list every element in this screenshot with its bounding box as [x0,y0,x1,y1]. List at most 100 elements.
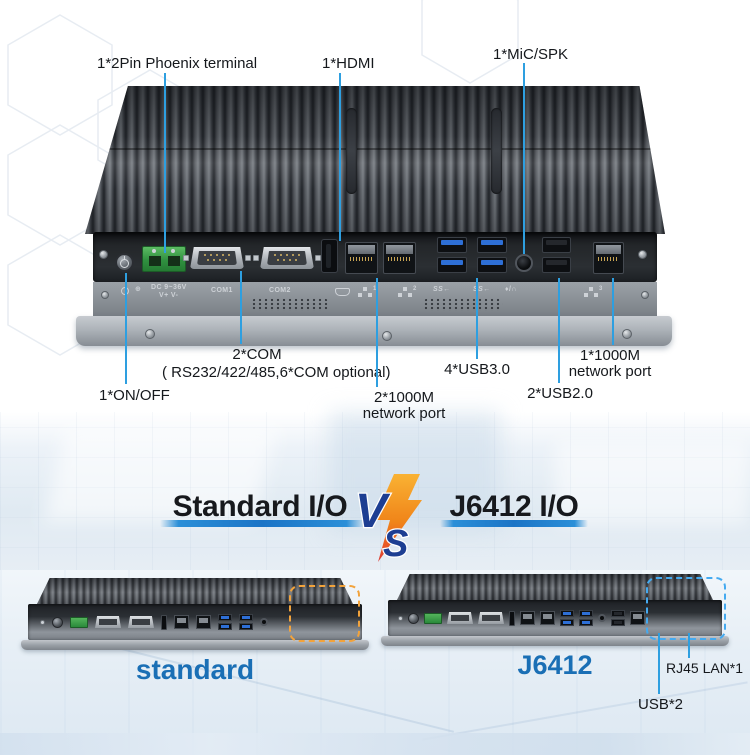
mini-com1-port [447,612,473,624]
main-device-photo: ⊕ DC 9~36V V+ V- COM1 COM2 1 2 SS← SS← ♦… [76,84,672,350]
flange-screw [622,329,632,339]
ground-icon: ⊕ [135,286,142,293]
dc-polarity-label: V+ V- [159,292,179,299]
heatsink-slot [491,108,502,194]
flange-screw [382,331,392,341]
callout-lan2-label-1: 2*1000M [373,389,435,406]
heatsink-fins [85,86,665,234]
callout-usb2-line [558,278,560,383]
vs-letter-s: S [383,523,408,562]
mini-usb3-ports-a [560,609,574,627]
power-button [115,253,134,272]
mini-lan1-port [520,611,535,625]
callout-phoenix-label: 1*2Pin Phoenix terminal [97,55,258,72]
j6412-caption: J6412 [517,650,593,680]
mini-usb3-ports-b [579,609,593,627]
callout-com-label: 2*COM [232,346,282,363]
vs-logo: V S [354,474,422,562]
callout-usb3-line [476,278,478,359]
callout-usb2x-label: USB*2 [638,696,684,713]
vent-grille [423,298,503,311]
mini-com2-port [128,616,154,628]
callout-com-sub-label: ( RS232/422/485,6*COM optional) [162,364,391,381]
mini-lan2-port [196,615,211,629]
vent-grille [251,298,329,311]
mini-lan3-port [630,611,645,625]
lan3-number: 3 [599,286,603,292]
callout-lan2-line [376,278,378,387]
callout-onoff-label: 1*ON/OFF [99,387,170,404]
background-blur-shape [330,412,500,532]
com2-label: COM2 [269,287,291,294]
mini-screw [398,615,403,621]
lightning-bolt-icon [374,474,422,562]
lan1-icon [363,287,367,291]
standard-device-photo [21,578,369,650]
mini-audio-jack [260,618,268,626]
usb3-ports-b [477,237,507,273]
usb3-ports-a [437,237,467,273]
mini-screw [40,619,45,625]
callout-lan1-label-1: 1*1000M [579,347,641,364]
com1-label: COM1 [211,287,233,294]
lan2-number: 2 [413,286,417,292]
lan3-port [593,242,624,274]
callout-rj45-label: RJ45 LAN*1 [666,660,744,676]
usb2-ports [542,237,571,273]
dc-voltage-label: DC 9~36V [151,284,187,291]
callout-hdmi-line [339,73,341,241]
callout-phoenix-line [164,73,166,253]
mini-com1-port [95,616,121,628]
mini-lan1-port [174,615,189,629]
callout-lan1-label-2: network port [568,363,652,380]
heatsink-slot [346,108,357,194]
io-panel [93,232,657,282]
com2-port [253,247,321,269]
mini-usb3-ports-b [239,613,253,631]
mini-lan2-port [540,611,555,625]
background-grid [0,412,750,578]
standard-empty-area-highlight [289,585,360,642]
mini-base [381,636,729,646]
mini-audio-jack [598,614,606,622]
mini-io-panel [388,600,722,636]
callout-usb2x-line [658,633,660,694]
mini-phoenix-terminal [424,612,442,624]
base-flange [76,316,672,346]
standard-caption: standard [135,654,255,685]
panel-screw [99,250,108,259]
mini-hdmi-port [509,610,515,626]
standard-io-heading: Standard I/O [172,490,348,523]
callout-lan1-line [612,278,614,345]
middle-background-band [0,412,750,578]
callout-usb2-label: 2*USB2.0 [527,385,593,402]
callout-mic-line [523,63,525,254]
lan2-icon [403,287,407,291]
background-blur-shape [555,440,750,525]
mini-usb3-ports-a [218,613,232,631]
callout-usb3-label: 4*USB3.0 [444,361,510,378]
flange-screw [145,329,155,339]
lan3-icon [589,287,593,291]
mini-io-panel [28,604,362,640]
lan1-number: 1 [373,286,377,292]
callout-mic-label: 1*MiC/SPK [493,46,569,63]
callout-hdmi-label: 1*HDMI [322,55,375,72]
lan2-port [383,242,416,274]
mini-heatsink-fins [37,578,353,604]
silkscreen-band: ⊕ DC 9~36V V+ V- COM1 COM2 1 2 SS← SS← ♦… [93,282,657,316]
j6412-io-underline [440,520,588,527]
vs-letter-v: V [355,485,391,538]
face-screw [641,291,649,299]
usb3-ss-icon: SS← [433,286,451,293]
mini-phoenix-terminal [70,616,88,628]
hdmi-port [321,239,338,273]
mini-base [21,640,369,650]
usb3-ss-icon: SS← [473,286,491,293]
mini-power-button [408,612,419,624]
mini-hdmi-port [161,614,167,630]
mini-usb2-ports [611,609,625,627]
panel-screw [638,250,647,259]
mini-power-button [52,616,63,628]
